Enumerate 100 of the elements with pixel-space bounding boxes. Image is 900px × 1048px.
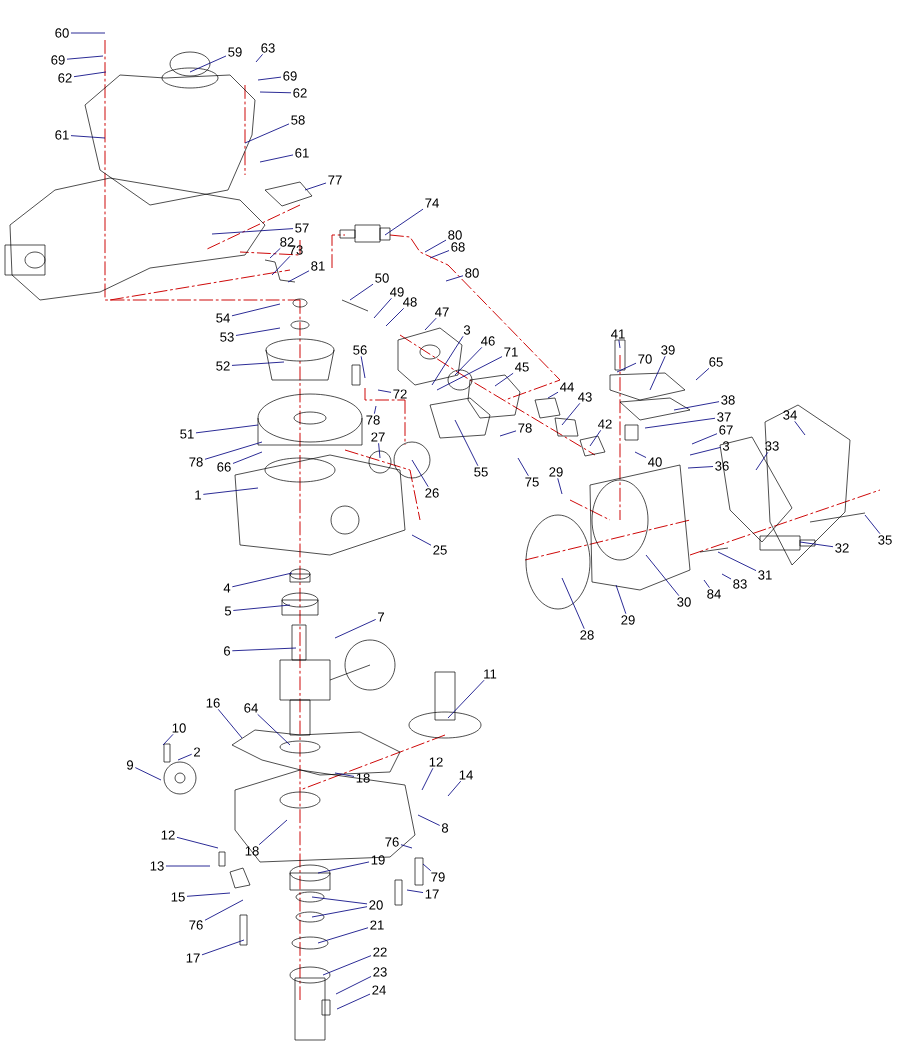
callout-number: 82 bbox=[280, 237, 294, 247]
leader-line bbox=[431, 335, 464, 386]
callout-number: 18 bbox=[245, 846, 259, 856]
leader-line bbox=[689, 446, 722, 456]
callout-number: 52 bbox=[216, 361, 230, 371]
leader-line bbox=[176, 836, 219, 849]
callout-number: 4 bbox=[223, 583, 231, 593]
callout-number: 28 bbox=[580, 630, 594, 640]
leader-line bbox=[317, 927, 369, 944]
callout-number: 49 bbox=[390, 287, 404, 297]
leader-line bbox=[257, 713, 291, 746]
callout-number: 18 bbox=[356, 773, 370, 783]
callout-number: 70 bbox=[638, 354, 652, 364]
callout-number: 40 bbox=[648, 457, 662, 467]
leader-line bbox=[429, 250, 450, 259]
callout-number: 43 bbox=[578, 392, 592, 402]
callout-number: 56 bbox=[353, 345, 367, 355]
callout-number: 15 bbox=[171, 892, 185, 902]
callout-number: 60 bbox=[55, 28, 69, 38]
leader-line bbox=[373, 405, 377, 415]
leader-line bbox=[424, 317, 437, 331]
callout-number: 47 bbox=[435, 307, 449, 317]
leader-line bbox=[447, 679, 485, 719]
callout-number: 76 bbox=[385, 837, 399, 847]
leader-line bbox=[70, 135, 106, 139]
leader-line bbox=[454, 419, 479, 467]
callout-number: 30 bbox=[677, 597, 691, 607]
callout-number: 69 bbox=[51, 55, 65, 65]
callout-number: 17 bbox=[425, 889, 439, 899]
callout-number: 1 bbox=[195, 490, 201, 500]
callout-number: 67 bbox=[719, 425, 733, 435]
leader-line bbox=[649, 355, 666, 391]
leader-line bbox=[421, 767, 434, 791]
callout-number: 80 bbox=[448, 230, 462, 240]
leader-line bbox=[165, 865, 211, 867]
leader-line bbox=[406, 889, 424, 893]
leader-line bbox=[422, 863, 432, 872]
leader-line bbox=[134, 767, 162, 781]
leader-line bbox=[517, 457, 529, 477]
leader-line bbox=[231, 572, 293, 588]
leader-line bbox=[271, 255, 291, 276]
callout-number: 10 bbox=[172, 723, 186, 733]
leader-line bbox=[201, 939, 245, 956]
leader-line bbox=[691, 433, 718, 445]
callout-number: 41 bbox=[611, 329, 625, 339]
leader-line bbox=[259, 91, 292, 94]
leader-line bbox=[547, 391, 559, 399]
callout-number: 29 bbox=[549, 467, 563, 477]
leader-line bbox=[717, 551, 757, 572]
callout-number: 29 bbox=[621, 615, 635, 625]
callout-number: 73 bbox=[289, 245, 303, 255]
callout-number: 53 bbox=[220, 332, 234, 342]
callout-number: 83 bbox=[733, 579, 747, 589]
leader-line bbox=[317, 861, 370, 874]
callout-number: 16 bbox=[206, 698, 220, 708]
callout-number: 62 bbox=[58, 73, 72, 83]
callout-number: 31 bbox=[758, 570, 772, 580]
callout-number: 76 bbox=[189, 920, 203, 930]
leader-line bbox=[349, 283, 374, 301]
leader-line bbox=[494, 372, 514, 387]
leader-line bbox=[411, 459, 429, 488]
callout-number: 36 bbox=[715, 461, 729, 471]
leader-line bbox=[217, 708, 243, 739]
leader-line bbox=[557, 477, 563, 495]
leader-line bbox=[186, 892, 231, 897]
callout-number: 78 bbox=[366, 415, 380, 425]
leader-line bbox=[411, 534, 432, 546]
leader-line bbox=[385, 307, 405, 327]
callout-number: 61 bbox=[55, 130, 69, 140]
leader-line bbox=[436, 356, 503, 391]
callout-number: 39 bbox=[661, 345, 675, 355]
leader-line bbox=[615, 584, 627, 615]
leader-line bbox=[255, 53, 263, 63]
leader-line bbox=[232, 451, 263, 464]
callout-number: 25 bbox=[433, 545, 447, 555]
leader-line bbox=[703, 579, 710, 589]
leader-line bbox=[673, 401, 720, 411]
callout-number: 26 bbox=[425, 488, 439, 498]
callout-number: 19 bbox=[371, 855, 385, 865]
callout-number: 6 bbox=[224, 646, 231, 656]
leader-line bbox=[311, 896, 368, 905]
callout-number: 79 bbox=[431, 872, 445, 882]
callout-number: 3 bbox=[463, 325, 471, 335]
callout-number: 84 bbox=[707, 589, 721, 599]
leader-line bbox=[195, 424, 259, 434]
callout-number: 55 bbox=[474, 467, 488, 477]
callout-number: 58 bbox=[291, 115, 305, 125]
leader-line bbox=[454, 346, 483, 376]
leader-line bbox=[231, 303, 281, 317]
callout-number: 81 bbox=[311, 261, 325, 271]
callout-number: 5 bbox=[224, 606, 232, 616]
leader-line bbox=[204, 441, 263, 460]
callout-number: 38 bbox=[721, 395, 735, 405]
leader-line bbox=[235, 327, 281, 336]
callout-number: 17 bbox=[186, 953, 200, 963]
callout-number: 50 bbox=[375, 273, 389, 283]
leader-line bbox=[202, 487, 259, 495]
callout-number: 9 bbox=[126, 760, 134, 770]
leader-line bbox=[384, 208, 424, 236]
leader-line bbox=[424, 239, 447, 253]
